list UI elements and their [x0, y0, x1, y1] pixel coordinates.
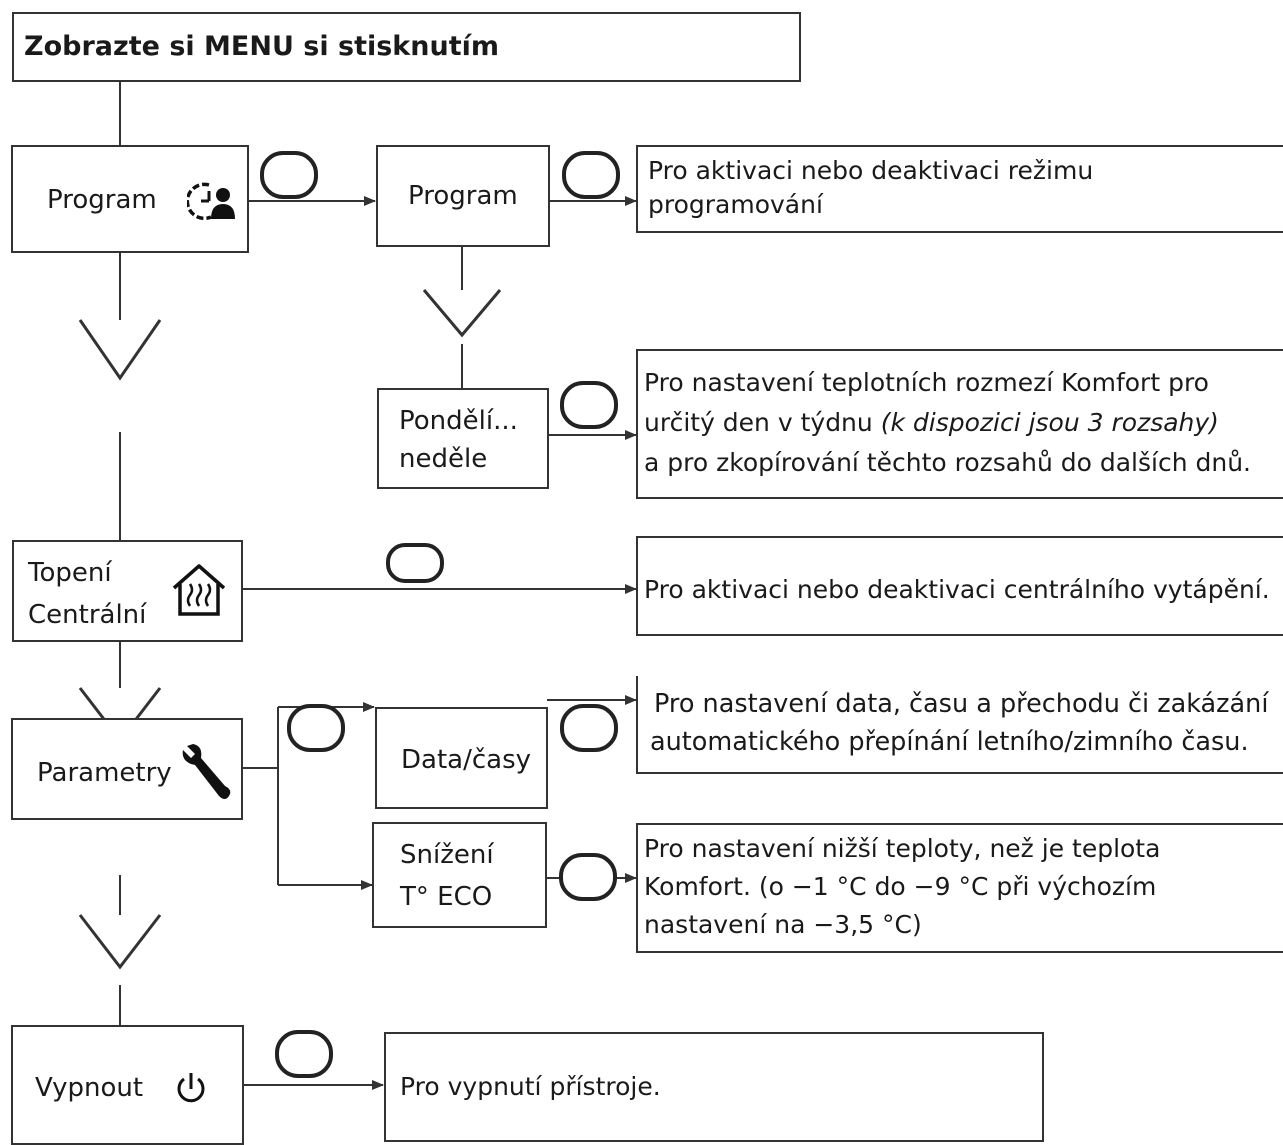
chevron-down-icon: [78, 319, 162, 381]
clock-person-icon: [187, 182, 235, 221]
menu-item-label: Topení: [28, 558, 112, 588]
submenu-item-label: Data/časy: [401, 745, 531, 775]
menu-item-parameters[interactable]: Parametry: [11, 718, 243, 820]
submenu-item-label: Snížení: [400, 840, 494, 870]
menu-item-program[interactable]: Program: [11, 145, 249, 253]
description-text-part: určitý den v týdnu: [644, 408, 881, 437]
oval-button-icon: [260, 151, 318, 199]
header-box: Zobrazte si MENU si stisknutím: [12, 12, 801, 82]
description-box-eco: Pro nastavení nižší teploty, než je tepl…: [636, 823, 1283, 953]
chevron-down-icon: [78, 914, 162, 970]
description-box-days: Pro nastavení teplotních rozmezí Komfort…: [636, 349, 1283, 499]
description-box-program: Pro aktivaci nebo deaktivaci režimu prog…: [636, 145, 1283, 233]
description-box-off: Pro vypnutí přístroje.: [384, 1032, 1044, 1142]
chevron-down-icon: [422, 289, 502, 338]
oval-button-icon: [386, 543, 444, 583]
oval-button-icon: [559, 853, 617, 901]
submenu-item-label: Pondělí...: [399, 406, 518, 436]
description-text: Pro vypnutí přístroje.: [400, 1072, 661, 1101]
description-text: Pro nastavení nižší teploty, než je tepl…: [644, 834, 1161, 863]
description-box-datetime: Pro nastavení data, času a přechodu či z…: [636, 676, 1283, 774]
submenu-item-label: neděle: [399, 444, 488, 474]
submenu-item-days[interactable]: Pondělí... neděle: [377, 388, 549, 489]
power-icon: [177, 1073, 205, 1103]
description-text: Pro aktivaci nebo deaktivaci centrálního…: [644, 575, 1270, 604]
submenu-item-eco[interactable]: Snížení T° ECO: [372, 822, 547, 928]
submenu-item-label: Program: [408, 181, 518, 211]
description-border-datetime: [636, 676, 1283, 774]
oval-button-icon: [560, 704, 618, 752]
description-text: automatického přepínání letního/zimního …: [650, 727, 1249, 757]
menu-item-label: Program: [47, 185, 157, 215]
description-text: programování: [648, 190, 823, 219]
menu-item-off[interactable]: Vypnout: [11, 1025, 244, 1145]
description-text: Komfort. (o −1 °C do −9 °C při výchozím: [644, 872, 1157, 901]
oval-button-icon: [560, 381, 618, 429]
menu-item-label: Parametry: [37, 758, 172, 788]
menu-item-label: Vypnout: [35, 1073, 144, 1103]
description-text-italic: (k dispozici jsou 3 rozsahy): [880, 408, 1219, 437]
menu-item-label: Centrální: [28, 600, 147, 630]
description-text: Pro nastavení teplotních rozmezí Komfort…: [644, 368, 1209, 397]
menu-item-heating[interactable]: Topení Centrální: [12, 540, 243, 642]
wrench-icon: [182, 744, 231, 799]
oval-button-icon: [287, 704, 345, 752]
oval-button-icon: [275, 1030, 333, 1078]
house-heat-icon: [172, 564, 226, 616]
description-text: nastavení na −3,5 °C): [644, 910, 922, 939]
submenu-item-label: T° ECO: [400, 882, 493, 912]
header-title: Zobrazte si MENU si stisknutím: [24, 31, 500, 62]
description-text: a pro zkopírování těchto rozsahů do dalš…: [644, 448, 1252, 477]
description-box-heating: Pro aktivaci nebo deaktivaci centrálního…: [636, 536, 1283, 636]
submenu-item-program[interactable]: Program: [376, 145, 550, 247]
description-text: Pro nastavení data, času a přechodu či z…: [654, 689, 1269, 719]
submenu-item-datetime[interactable]: Data/časy: [375, 707, 548, 809]
description-text: určitý den v týdnu (k dispozici jsou 3 r…: [644, 405, 1219, 441]
oval-button-icon: [562, 151, 620, 199]
description-text: Pro aktivaci nebo deaktivaci režimu: [648, 156, 1094, 185]
